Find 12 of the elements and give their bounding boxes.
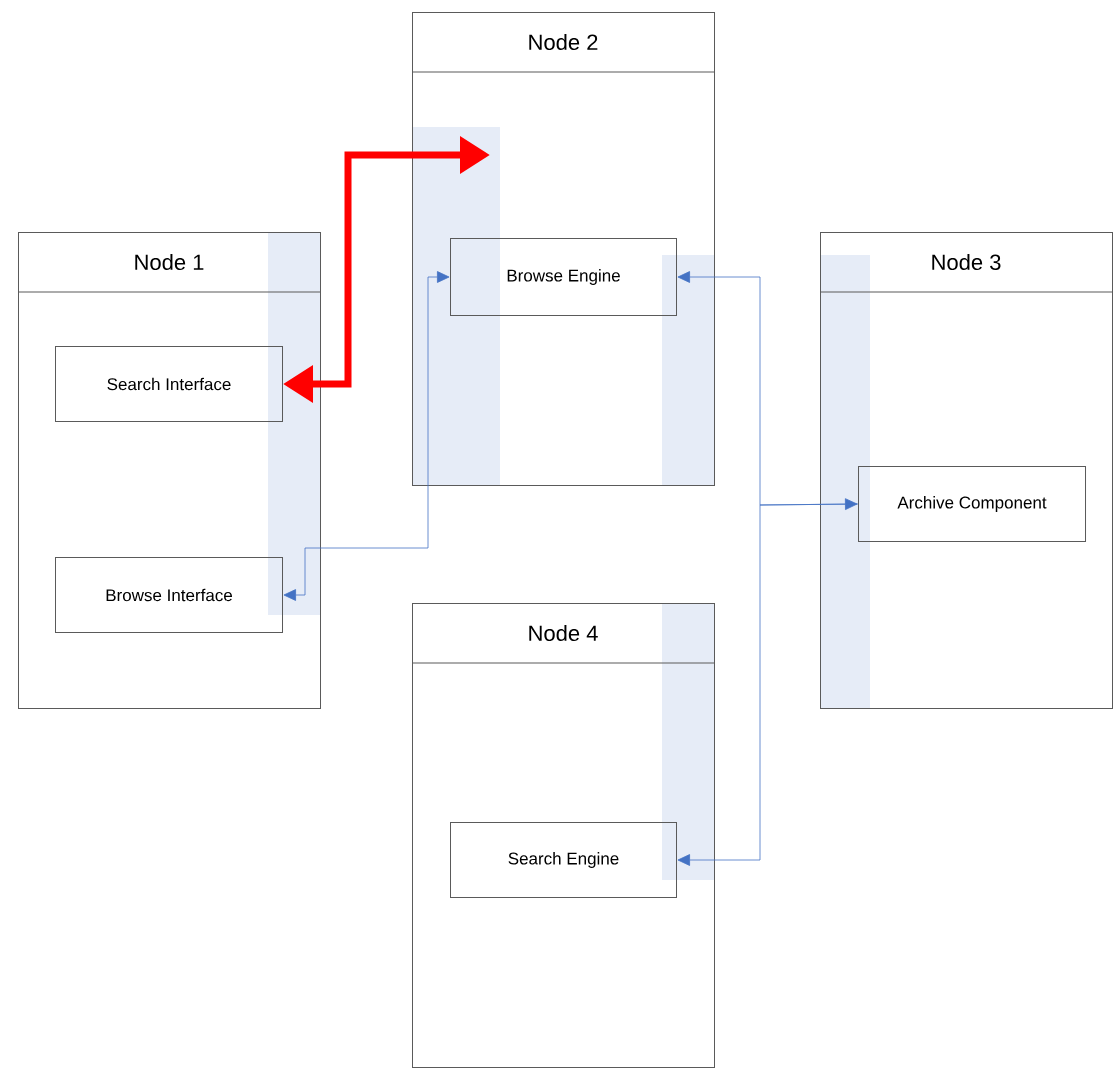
arrow [677,503,859,866]
component-box: Search Engine [450,822,677,898]
component-box: Archive Component [858,466,1086,542]
component-box: Search Interface [55,346,283,422]
arrow [283,271,450,601]
node-title: Node 2 [529,33,598,51]
arrow [677,271,858,510]
node-title: Node 1 [135,253,204,271]
node-title: Node 3 [932,253,1001,271]
component-box: Browse Engine [450,238,677,316]
node-title: Node 4 [529,624,598,642]
component-box: Browse Interface [55,557,283,633]
